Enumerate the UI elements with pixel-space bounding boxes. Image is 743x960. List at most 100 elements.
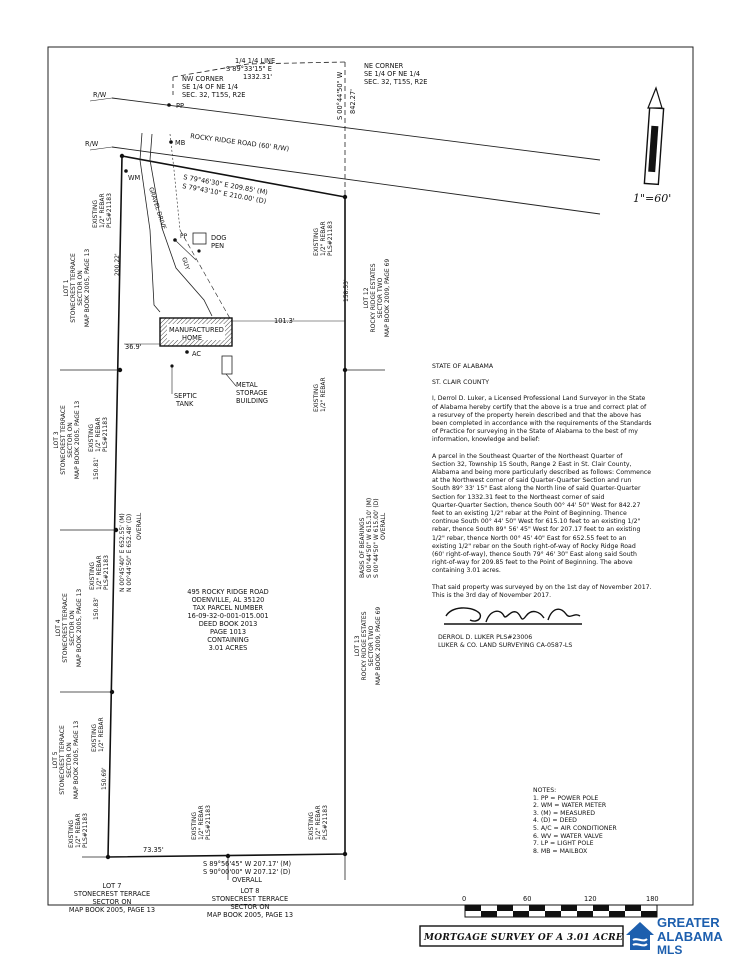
cert-state: STATE OF ALABAMA bbox=[432, 363, 494, 370]
svg-text:CONTAINING: CONTAINING bbox=[207, 636, 249, 644]
pp-label: PP bbox=[180, 233, 188, 240]
ac-label: AC bbox=[192, 350, 201, 358]
svg-text:PLS#21183: PLS#21183 bbox=[205, 805, 212, 840]
brand-line-1: GREATER bbox=[657, 915, 720, 930]
cert-description-line: 1/2" rebar, thence North 00° 45' 40" Eas… bbox=[432, 534, 627, 542]
cert-description-line: South 89° 33' 15" East along the North l… bbox=[432, 485, 641, 493]
svg-text:LOT 4: LOT 4 bbox=[55, 619, 62, 636]
quarter-line-distance: 1332.31' bbox=[243, 73, 272, 81]
svg-text:STONECREST TERRACE: STONECREST TERRACE bbox=[59, 725, 66, 795]
ne-corner-sub: SE 1/4 OF NE 1/4 bbox=[364, 70, 420, 78]
svg-text:PLS#21183: PLS#21183 bbox=[327, 221, 334, 256]
scale-tick-0: 0 bbox=[462, 895, 466, 903]
bar-scale bbox=[464, 904, 658, 918]
svg-text:EXISTING: EXISTING bbox=[92, 200, 99, 228]
svg-text:SECTOR ON: SECTOR ON bbox=[77, 270, 84, 305]
scale-tick-180: 180 bbox=[646, 895, 659, 903]
svg-text:1/2" REBAR: 1/2" REBAR bbox=[320, 377, 327, 412]
house-logo-icon bbox=[626, 922, 654, 950]
guy-label: GUY bbox=[180, 256, 191, 271]
note-item: 6. WV = WATER VALVE bbox=[533, 832, 603, 840]
svg-text:EXISTING: EXISTING bbox=[89, 562, 96, 590]
cert-statement-line: of Alabama hereby certify that the above… bbox=[432, 403, 647, 411]
metal-building-icon bbox=[221, 355, 233, 375]
svg-text:1/2" REBAR: 1/2" REBAR bbox=[198, 805, 205, 840]
rebar-pin-w4 bbox=[113, 527, 119, 533]
metal-building-label-2: STORAGE bbox=[236, 389, 267, 397]
cert-statement-line: been completed in accordance with the re… bbox=[432, 420, 652, 428]
svg-text:3.01 ACRES: 3.01 ACRES bbox=[209, 644, 248, 652]
nw-corner-sub: SE 1/4 OF NE 1/4 bbox=[182, 83, 238, 91]
svg-text:1/2" REBAR: 1/2" REBAR bbox=[315, 805, 322, 840]
surveyor-company: LUKER & CO. LAND SURVEYING CA-0587-LS bbox=[438, 642, 573, 649]
svg-text:TAX PARCEL NUMBER: TAX PARCEL NUMBER bbox=[192, 604, 264, 612]
metal-building-label-1: METAL bbox=[236, 381, 258, 389]
svg-text:SECTOR ON: SECTOR ON bbox=[231, 903, 270, 911]
lot-3-label: LOT 3 STONECREST TERRACE SECTOR ON MAP B… bbox=[53, 401, 81, 480]
dog-pen-icon bbox=[192, 232, 207, 245]
cert-description-line: Section 32, Township 15 South, Range 2 E… bbox=[432, 460, 632, 468]
svg-text:PLS#21183: PLS#21183 bbox=[103, 555, 110, 590]
rebar-pin-s bbox=[225, 853, 231, 859]
svg-text:MAP BOOK 2005, PAGE 13: MAP BOOK 2005, PAGE 13 bbox=[74, 401, 81, 480]
rebar-pin-e bbox=[342, 367, 348, 373]
nw-corner-label: NW CORNER bbox=[182, 75, 224, 83]
note-item: 2. WM = WATER METER bbox=[533, 802, 607, 810]
rebar-pin-w3 bbox=[117, 367, 123, 373]
gravel-drive-edge-west bbox=[139, 132, 161, 313]
rebar-label-ne: EXISTING 1/2" REBAR PLS#21183 bbox=[313, 221, 334, 256]
rebar-label-w3: EXISTING 1/2" REBAR PLS#21183 bbox=[88, 417, 109, 452]
rebar-pin-w5 bbox=[109, 689, 115, 695]
east-bearing-overall: OVERALL bbox=[380, 512, 387, 540]
east-basis-label: BASIS OF BEARINGS bbox=[359, 517, 366, 578]
cert-description-line: feet to an existing 1/2" rebar at the Po… bbox=[432, 510, 627, 518]
brand-line-2: ALABAMA bbox=[657, 929, 723, 944]
row-line-south bbox=[111, 146, 601, 215]
svg-text:SECTOR TWO: SECTOR TWO bbox=[368, 625, 375, 666]
rebar-label-se: EXISTING 1/2" REBAR PLS#21183 bbox=[308, 805, 329, 840]
note-item: 1. PP = POWER POLE bbox=[533, 794, 599, 802]
svg-text:EXISTING: EXISTING bbox=[313, 228, 320, 256]
dim-36: 36.9' bbox=[125, 343, 142, 351]
svg-text:LOT 12: LOT 12 bbox=[363, 287, 370, 308]
svg-text:LOT 5: LOT 5 bbox=[52, 751, 59, 768]
surveyor-block: DERROL D. LUKER PLS#23006 LUKER & CO. LA… bbox=[438, 634, 638, 650]
svg-text:MAP BOOK 2009, PAGE 69: MAP BOOK 2009, PAGE 69 bbox=[384, 259, 391, 338]
rw-label-north: R/W bbox=[93, 91, 107, 99]
septic-label-2: TANK bbox=[175, 400, 194, 408]
svg-text:LOT 13: LOT 13 bbox=[354, 635, 361, 656]
svg-text:STONECREST TERRACE: STONECREST TERRACE bbox=[62, 593, 69, 663]
svg-text:LOT 8: LOT 8 bbox=[241, 887, 260, 895]
rebar-label-w5: EXISTING 1/2" REBAR bbox=[91, 717, 105, 752]
north-arrow-icon bbox=[643, 86, 665, 186]
svg-text:EXISTING: EXISTING bbox=[91, 724, 98, 752]
overhead-line bbox=[169, 133, 181, 231]
svg-text:DEED BOOK 2013: DEED BOOK 2013 bbox=[199, 620, 258, 628]
svg-text:EXISTING: EXISTING bbox=[313, 384, 320, 412]
lot-8-label: LOT 8 STONECREST TERRACE SECTOR ON MAP B… bbox=[207, 887, 293, 919]
svg-text:SECTOR ON: SECTOR ON bbox=[93, 898, 132, 906]
lot-12-label: LOT 12 ROCKY RIDGE ESTATES SECTOR TWO MA… bbox=[363, 259, 391, 338]
cert-statement-line: I, Derrol D. Luker, a Licensed Professio… bbox=[432, 395, 646, 403]
ne-tie-distance: 842.27' bbox=[349, 89, 357, 114]
rebar-pin-ne bbox=[342, 194, 348, 200]
svg-text:PLS#21183: PLS#21183 bbox=[322, 805, 329, 840]
cert-description-line: right-of-way for 209.85 feet to the Poin… bbox=[432, 559, 633, 567]
lot-13-label: LOT 13 ROCKY RIDGE ESTATES SECTOR TWO MA… bbox=[354, 607, 382, 686]
cert-statement-line: information, knowledge and belief: bbox=[432, 436, 540, 444]
dim-150-69: 150.69' bbox=[101, 767, 108, 790]
metal-building-leader bbox=[225, 373, 237, 387]
svg-text:SECTOR ON: SECTOR ON bbox=[67, 422, 74, 457]
notes-title: NOTES: bbox=[533, 787, 557, 794]
cert-description-line: containing 3.01 acres. bbox=[432, 567, 501, 575]
lot-1-label: LOT 1 STONECREST TERRACE SECTOR ON MAP B… bbox=[63, 249, 91, 328]
west-bearing-deed: N 00°44'50" E 652.48' (D) bbox=[126, 514, 133, 592]
septic-tank-icon bbox=[170, 364, 174, 368]
gravel-drive-label: GRAVEL DRIVE bbox=[147, 186, 167, 230]
rebar-label-nw: EXISTING 1/2" REBAR PLS#21183 bbox=[92, 193, 113, 228]
svg-text:LOT 1: LOT 1 bbox=[63, 279, 70, 296]
svg-text:EXISTING: EXISTING bbox=[308, 812, 315, 840]
dim-158: 158.53' bbox=[343, 279, 350, 302]
